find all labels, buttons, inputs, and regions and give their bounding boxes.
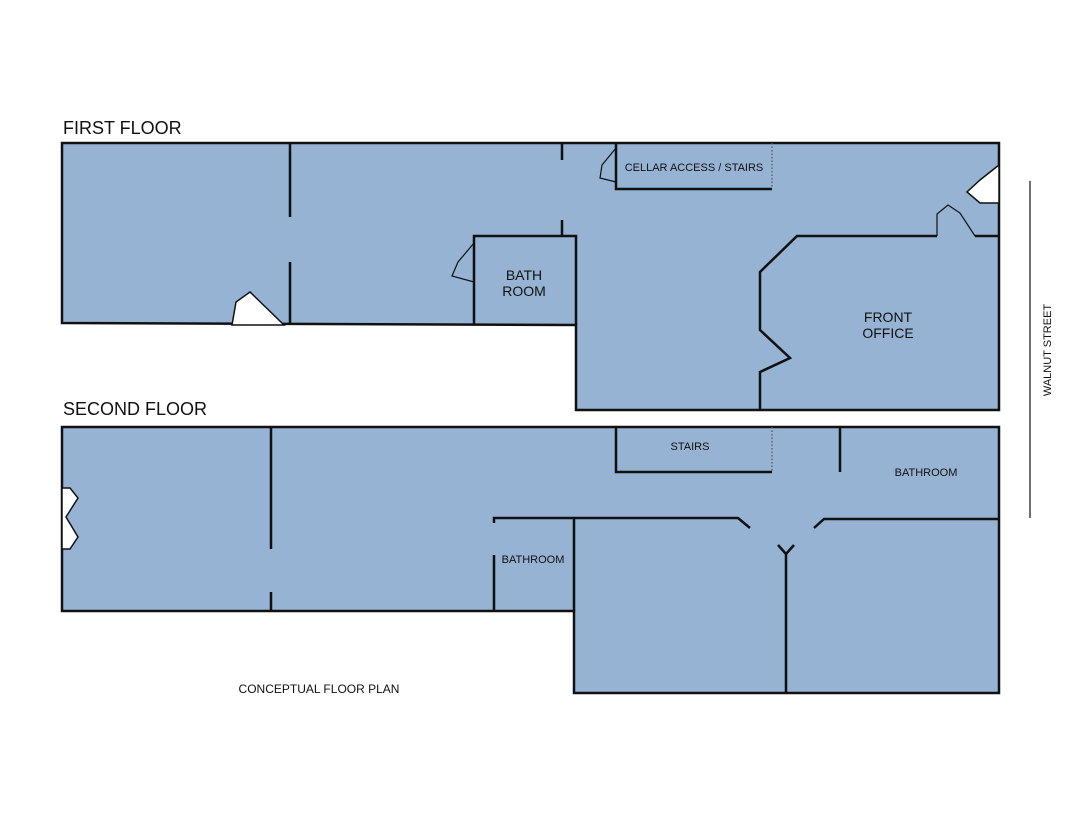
bath-room-label-2: ROOM — [502, 283, 546, 299]
front-office-walls — [758, 234, 937, 410]
bath-room-door-swing — [451, 242, 475, 283]
first-floor: FIRST FLOOR CELLAR ACCESS / STAIRS BATH … — [60, 118, 1001, 412]
cellar-door-swing — [599, 147, 617, 183]
first-floor-outline — [60, 141, 1001, 412]
corridor-wall-right — [813, 517, 999, 529]
conceptual-floor-plan-caption: CONCEPTUAL FLOOR PLAN — [239, 682, 400, 696]
first-floor-entry-door[interactable] — [231, 291, 286, 326]
bath-room-label-1: BATH — [506, 267, 542, 283]
front-office-label-2: OFFICE — [862, 325, 913, 341]
cellar-stairs-wall — [614, 143, 772, 191]
second-floor-left-door[interactable] — [61, 487, 79, 550]
bathroom-right-label: BATHROOM — [895, 467, 958, 479]
bathroom-left-label: BATHROOM — [502, 554, 565, 566]
walnut-street-label: WALNUT STREET — [1042, 304, 1054, 397]
second-floor-stairs-wall — [614, 427, 772, 474]
front-office-door-swing — [936, 204, 976, 237]
second-floor-heading: SECOND FLOOR — [63, 399, 207, 419]
cellar-access-label: CELLAR ACCESS / STAIRS — [625, 162, 764, 174]
stairs-label: STAIRS — [671, 441, 710, 453]
front-office-label-1: FRONT — [864, 309, 913, 325]
corridor-wall-left — [492, 516, 751, 529]
bath-room-walls — [472, 234, 578, 325]
second-floor-outline — [60, 425, 1001, 695]
first-floor-front-door[interactable] — [965, 163, 1000, 204]
first-floor-heading: FIRST FLOOR — [63, 118, 182, 138]
second-floor: SECOND FLOOR STAIRS BATHROOM BATHROOM — [60, 399, 1001, 695]
